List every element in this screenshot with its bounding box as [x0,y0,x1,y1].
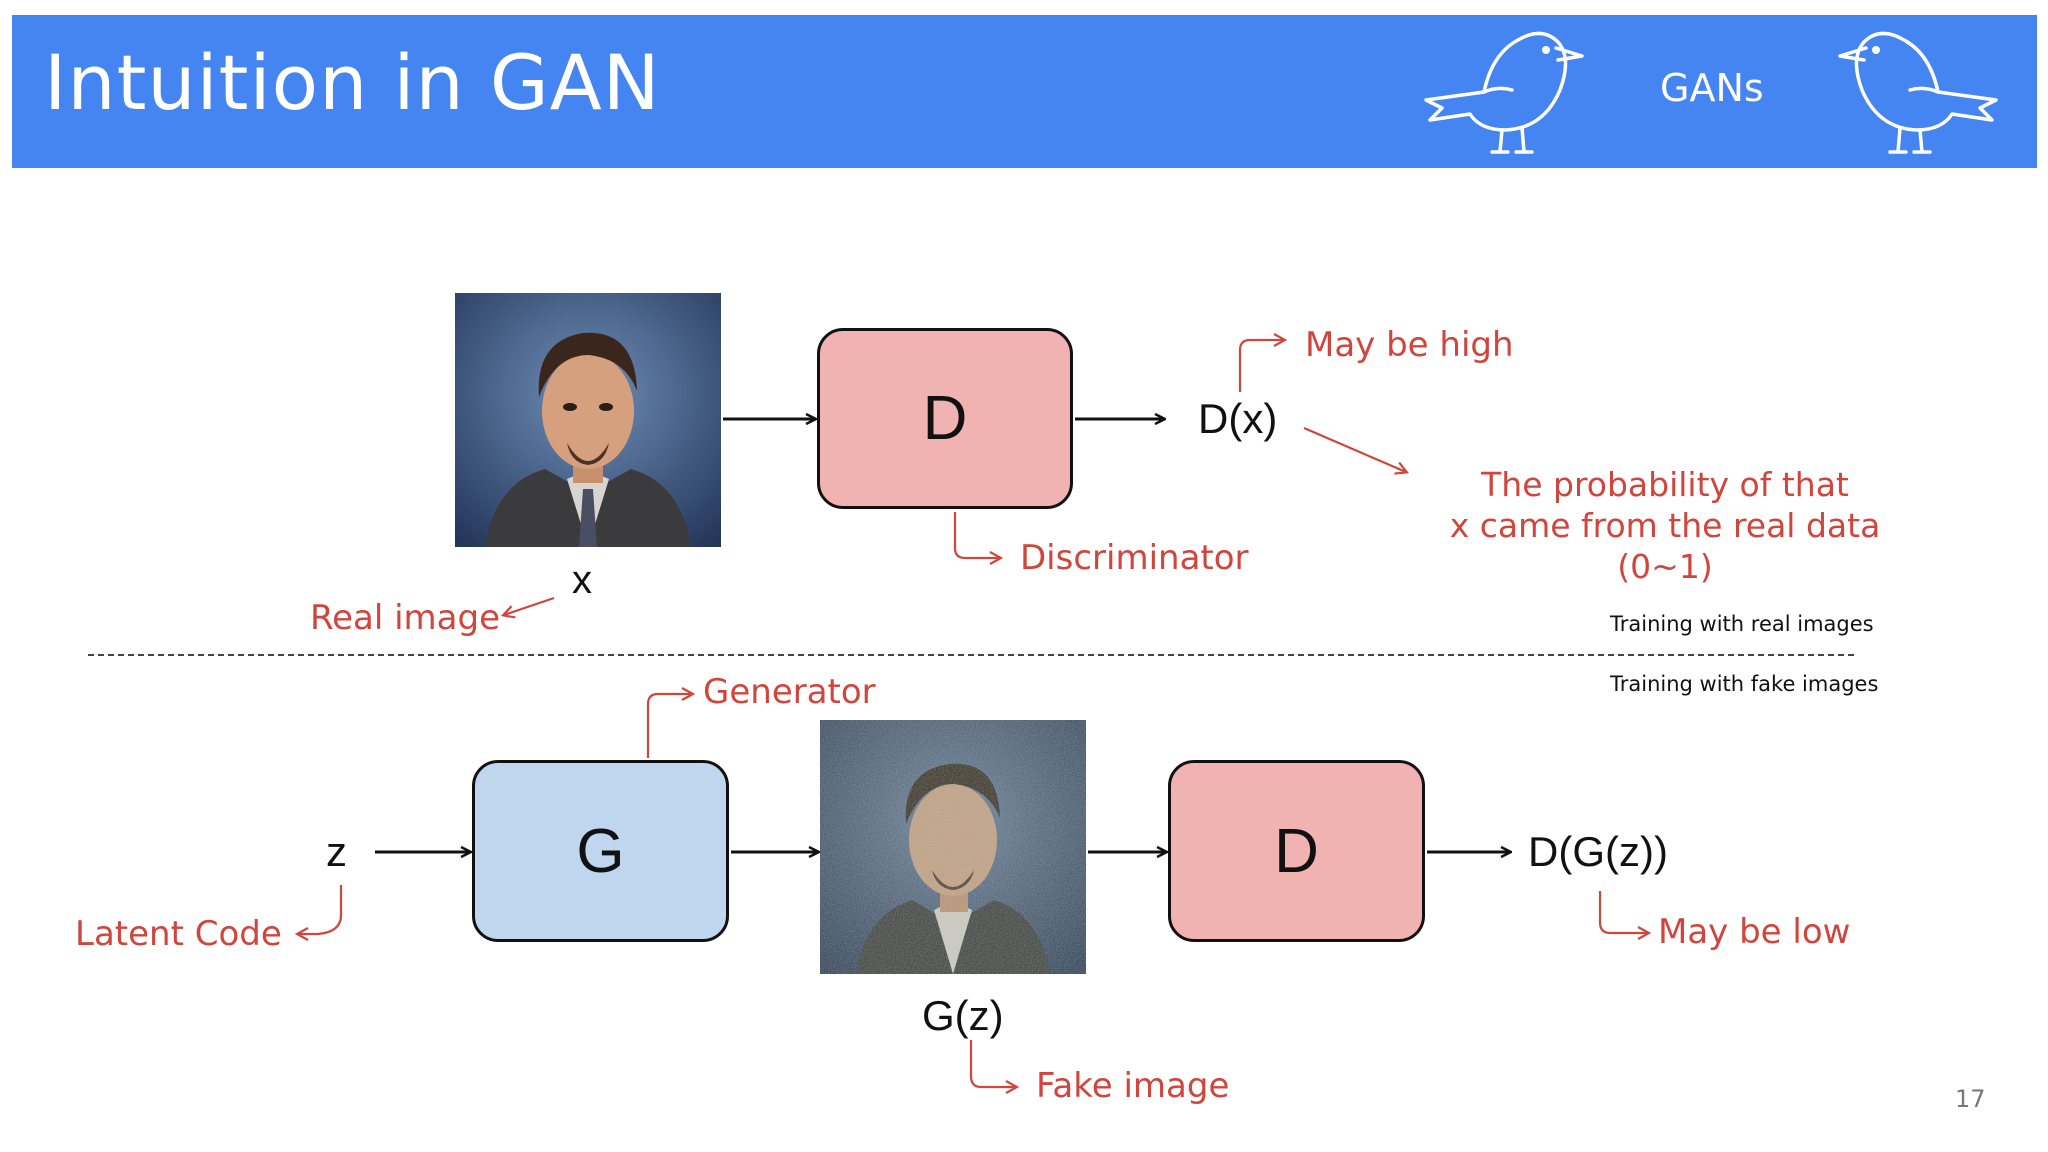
discriminator-box-bottom: D [1168,760,1425,942]
may-be-low-note: May be low [1658,912,1851,952]
bird-icon [1424,31,1584,154]
fake-image-photo [820,720,1086,974]
probability-line: The probability of that [1481,465,1849,504]
output-dgz-label: D(G(z)) [1528,828,1668,875]
latent-code-caption: Latent Code [75,914,282,954]
probability-line: x came from the real data [1449,506,1881,545]
arrow-probability [1303,426,1406,472]
header-tag: GANs [1660,66,1764,110]
discriminator-label: D [1274,816,1319,886]
arrow-latent-code [298,885,343,934]
probability-note: The probability of that x came from the … [1430,464,1900,587]
generator-label: G [576,816,625,886]
arrow-generator-caption [646,694,692,758]
arrow-fake-image [969,1040,1016,1087]
discriminator-label: D [922,384,968,453]
page-number: 17 [1955,1085,1986,1113]
header-bar [12,15,2037,168]
probability-line: (0~1) [1617,547,1713,586]
section-label-real: Training with real images [1610,612,1874,636]
real-image-caption: Real image [310,598,501,638]
real-image-photo [455,293,721,547]
arrow-may-be-high [1238,340,1284,392]
arrow-may-be-low [1598,891,1648,933]
arrow-discriminator-caption [953,512,1000,558]
fake-gz-label: G(z) [922,992,1004,1039]
bird-icon [1838,31,1998,154]
fake-image-caption: Fake image [1036,1066,1230,1106]
discriminator-caption: Discriminator [1020,538,1249,578]
generator-box: G [472,760,729,942]
arrow-real-image [504,596,555,615]
may-be-high-note: May be high [1305,325,1514,365]
slide-title: Intuition in GAN [44,38,661,127]
latent-z-label: z [326,828,347,875]
input-x-label: x [572,558,592,602]
discriminator-box-top: D [817,328,1073,509]
output-dx-label: D(x) [1198,395,1278,442]
generator-caption: Generator [703,672,876,712]
section-label-fake: Training with fake images [1610,672,1879,696]
